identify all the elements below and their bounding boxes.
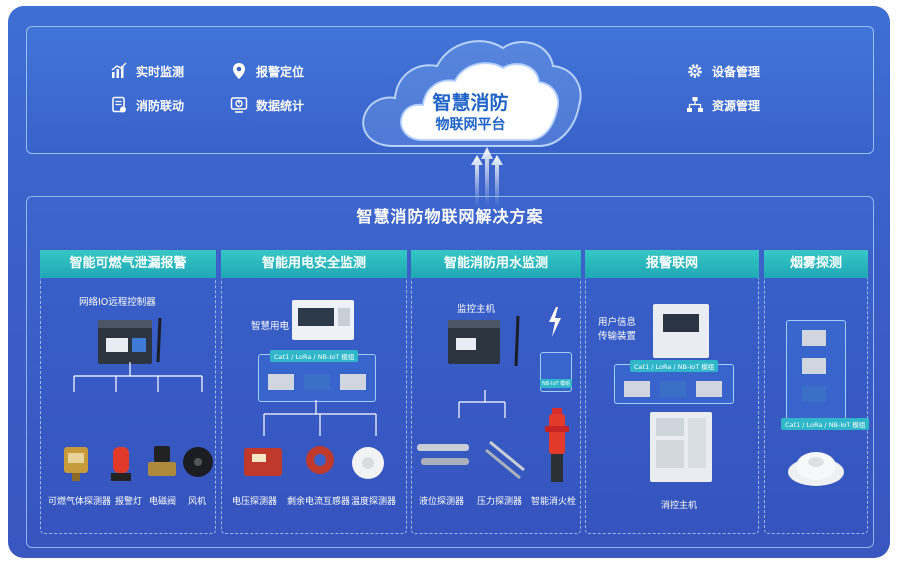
realtime-monitor-icon (111, 62, 127, 78)
cloud-title-line1: 智慧消防 (432, 92, 509, 114)
linkage-doc-icon (112, 96, 126, 113)
io-controller-device (98, 317, 162, 364)
feature-label: 资源管理 (712, 98, 761, 113)
feature-resource-management: 资源管理 (686, 96, 760, 114)
column-water-monitoring: 智能消防用水监测 (411, 250, 581, 534)
column-gas-leak: 智能可燃气泄漏报警 (40, 250, 216, 534)
connector-tree (458, 390, 506, 418)
feature-alarm-location: 报警定位 (230, 62, 304, 80)
device-label: 温度探测器 (351, 497, 397, 507)
device-label: 可燃气体探测器 (48, 497, 112, 507)
device-label: 液位探测器 (419, 497, 465, 507)
residual-current-transformer-device (306, 446, 334, 474)
gas-detector-device (64, 447, 88, 481)
smart-power-label: 智慧用电 (251, 321, 290, 332)
connector-tree (263, 400, 377, 436)
cloud-title-line2: 物联网平台 (435, 117, 506, 133)
column-title: 智能可燃气泄漏报警 (40, 250, 216, 278)
signal-bolt-icon (549, 307, 561, 337)
transmission-device-label-line1: 用户信息 (598, 317, 637, 328)
comm-modules-device (624, 381, 722, 397)
feature-realtime-monitor: 实时监测 (110, 62, 184, 80)
module-tag: NB-IoT 模组 (540, 379, 573, 388)
comm-modules-device (268, 374, 366, 390)
alarm-light-device (111, 447, 131, 481)
solution-title: 智慧消防物联网解决方案 (356, 207, 544, 226)
device-label: 消控主机 (661, 501, 698, 511)
device-label: 风机 (188, 497, 207, 507)
diagram-board: 实时监测 报警定位 消防联动 数据统计 设备管理 (8, 6, 890, 558)
device-label: 电磁阀 (149, 497, 177, 507)
feature-label: 设备管理 (712, 64, 761, 79)
column-title: 烟雾探测 (764, 250, 868, 278)
gear-icon (688, 64, 702, 78)
data-stats-icon (230, 97, 248, 113)
column-title: 智能消防用水监测 (411, 250, 581, 278)
io-controller-label: 网络IO远程控制器 (79, 297, 156, 308)
device-label: 压力探测器 (477, 497, 523, 507)
temperature-detector-device (352, 447, 384, 479)
cloud-shape (362, 40, 582, 147)
column-title: 智能用电安全监测 (221, 250, 407, 278)
location-pin-icon (233, 63, 245, 79)
feature-device-management: 设备管理 (686, 62, 760, 80)
solenoid-valve-device (148, 446, 176, 476)
upload-arrows-icon (471, 147, 503, 207)
module-tag: Cat1 / LoRa / NB-IoT 模组 (781, 418, 870, 430)
column-title: 报警联网 (585, 250, 759, 278)
feature-label: 数据统计 (256, 98, 305, 113)
column-electrical-safety: 智能用电安全监测 (221, 250, 407, 534)
feature-fire-linkage: 消防联动 (110, 96, 184, 114)
transmission-device-label-line2: 传输装置 (598, 331, 637, 342)
liquid-level-detector-device (417, 444, 469, 465)
smart-power-device (292, 300, 354, 340)
smoke-detector-device (788, 452, 844, 486)
monitor-host-label: 监控主机 (457, 304, 496, 315)
platform-cloud: 智慧消防 物联网平台 (353, 28, 588, 158)
comm-modules-device (802, 330, 826, 402)
module-tag: Cat1 / LoRa / NB-IoT 模组 (270, 350, 359, 362)
feature-label: 消防联动 (136, 98, 185, 113)
device-label: 智能消火栓 (531, 497, 577, 507)
fan-device (183, 447, 213, 477)
feature-label: 报警定位 (256, 64, 305, 79)
org-tree-icon (687, 97, 703, 112)
module-tag: Cat1 / LoRa / NB-IoT 模组 (630, 360, 719, 372)
device-label: 剩余电流互感器 (287, 497, 351, 507)
user-info-transmission-device (653, 304, 709, 358)
smart-fire-hydrant-device (545, 408, 569, 482)
feature-label: 实时监测 (136, 64, 185, 79)
fire-control-host-device (650, 412, 712, 482)
feature-data-stats: 数据统计 (230, 96, 304, 114)
pressure-detector-device (485, 440, 525, 480)
voltage-detector-device (244, 448, 282, 476)
monitor-host-device (448, 315, 520, 367)
connector-tree (73, 362, 203, 392)
device-label: 报警灯 (115, 497, 143, 507)
device-label: 电压探测器 (232, 497, 278, 507)
